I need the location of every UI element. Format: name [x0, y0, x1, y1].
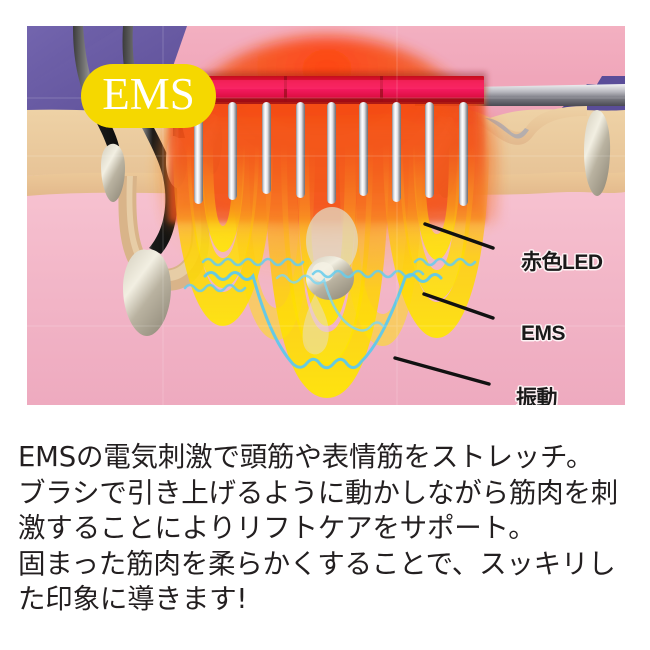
description-line: ブラシで引き上げるように動かしながら筋肉を刺: [18, 476, 619, 509]
brush-pins: [194, 102, 468, 206]
description-line: EMSの電気刺激で頭筋や表情筋をストレッチ。: [18, 441, 594, 473]
description-line: 固まった筋肉を柔らかくすることで、スッキリし: [18, 547, 616, 580]
leader-line-ems: [422, 292, 495, 320]
description-line: た印象に導きます!: [18, 583, 248, 615]
hair-bulb-1: [101, 143, 125, 202]
brush-pin: [296, 102, 305, 198]
hair-bulb-center: [302, 207, 358, 355]
brush-pin: [228, 102, 237, 200]
label-red-led: 赤色LED: [521, 251, 603, 274]
brush-pin: [194, 102, 203, 204]
leader-line-red-led: [423, 222, 495, 250]
ems-badge: EMS: [81, 64, 216, 128]
leader-line-vibration: [393, 356, 491, 386]
brush-pin: [425, 102, 434, 198]
brush-head-bar-highlight: [182, 80, 484, 89]
description-line: 激することによりリフトケアをサポート。: [18, 512, 536, 544]
vibration-main-curve: [203, 271, 443, 370]
hair-follicle-right-3: [584, 110, 611, 196]
brush-pin: [392, 102, 401, 202]
brush-pin: [459, 102, 468, 206]
description-text: EMSの電気刺激で頭筋や表情筋をストレッチ。 ブラシで引き上げるように動かしなが…: [18, 440, 638, 618]
skin-cross-section-illustration: 赤色LED EMS 振動 EMS: [27, 26, 625, 405]
label-ems: EMS: [521, 322, 566, 345]
brush-head-bar-base: [182, 98, 484, 104]
leader-lines: [393, 222, 495, 386]
brush-head: [179, 72, 487, 104]
ems-badge-label: EMS: [102, 68, 195, 119]
brush-pin: [262, 102, 271, 194]
brush-pin: [359, 102, 368, 196]
illustration-svg: [27, 26, 625, 405]
brush-pin: [327, 102, 336, 204]
vibration-wave-lines: [183, 257, 477, 293]
label-vibration: 振動: [516, 387, 558, 405]
vibration-inner-curve: [275, 274, 385, 332]
hair-bulb-2: [123, 249, 171, 336]
